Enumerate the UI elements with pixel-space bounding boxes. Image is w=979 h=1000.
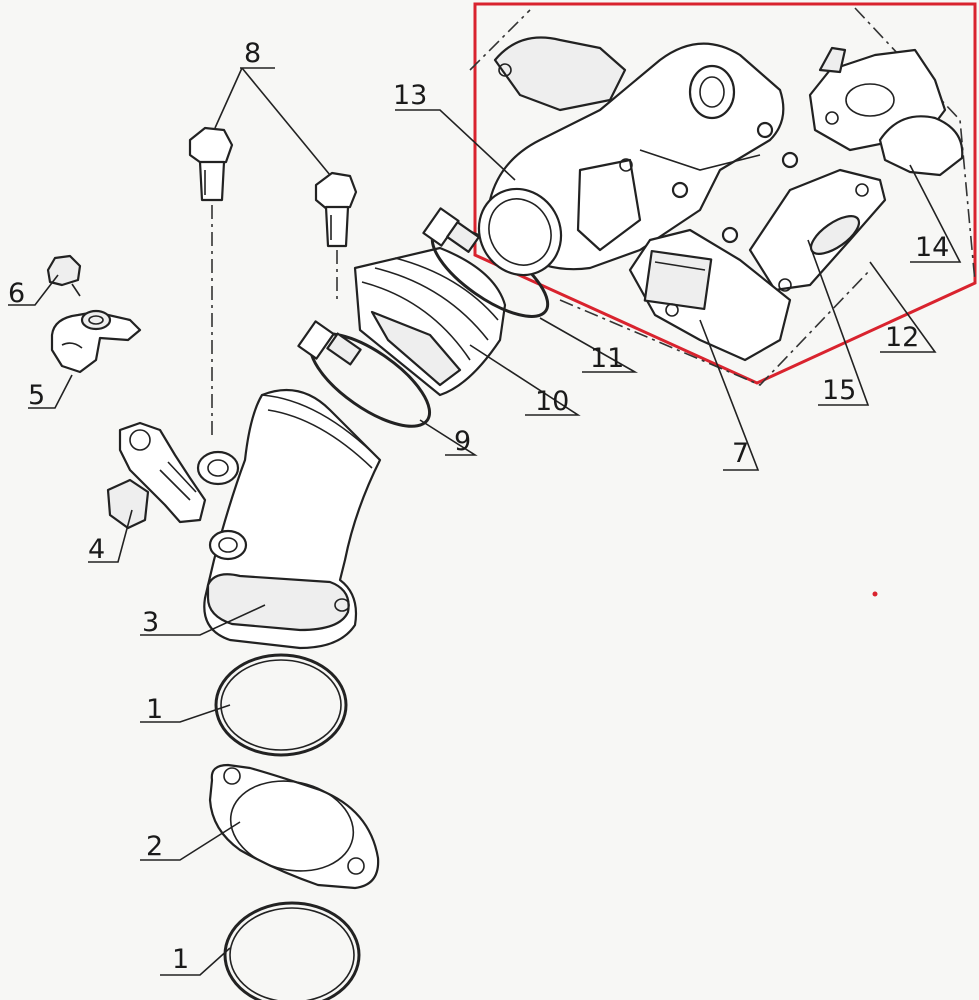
gasket-part-2	[208, 763, 380, 890]
callout-6: 6	[8, 278, 25, 309]
throttle-body-part-13	[477, 36, 799, 277]
callout-1-upper: 1	[146, 694, 163, 725]
bolt-left	[188, 126, 234, 202]
idle-actuator-part-14	[808, 46, 964, 177]
callout-1-lower: 1	[172, 944, 189, 975]
callout-5: 5	[28, 380, 45, 411]
o-ring-upper-inner	[220, 659, 342, 751]
callout-9: 9	[454, 426, 471, 457]
clamp-part-9	[297, 320, 432, 428]
hose-fitting-part-5	[50, 309, 142, 374]
callout-3: 3	[142, 607, 159, 638]
callout-2: 2	[146, 831, 163, 862]
bolt-right	[314, 171, 358, 248]
highlight-outline	[473, 2, 977, 385]
assembly-frame-lines	[469, 7, 976, 386]
rubber-boot-part-10	[353, 246, 507, 397]
stray-dot	[872, 591, 878, 597]
map-sensor-part-15	[748, 168, 887, 292]
o-ring-upper	[214, 653, 348, 757]
callout-11: 11	[590, 343, 624, 374]
o-ring-lower-inner	[229, 907, 355, 1000]
callout-14: 14	[915, 232, 949, 263]
injector-part-4	[106, 421, 207, 530]
intake-elbow-part-3	[196, 388, 382, 650]
cap-part-6	[46, 254, 82, 297]
tps-sensor-part-7	[628, 228, 792, 362]
callout-15: 15	[822, 375, 856, 406]
callout-7: 7	[732, 438, 749, 469]
leader-lines	[8, 67, 962, 976]
callout-12: 12	[885, 322, 919, 353]
callout-4: 4	[88, 534, 105, 565]
callout-10: 10	[535, 386, 569, 417]
o-ring-lower	[223, 901, 361, 1000]
callout-13: 13	[393, 80, 427, 111]
callout-8: 8	[244, 38, 261, 69]
